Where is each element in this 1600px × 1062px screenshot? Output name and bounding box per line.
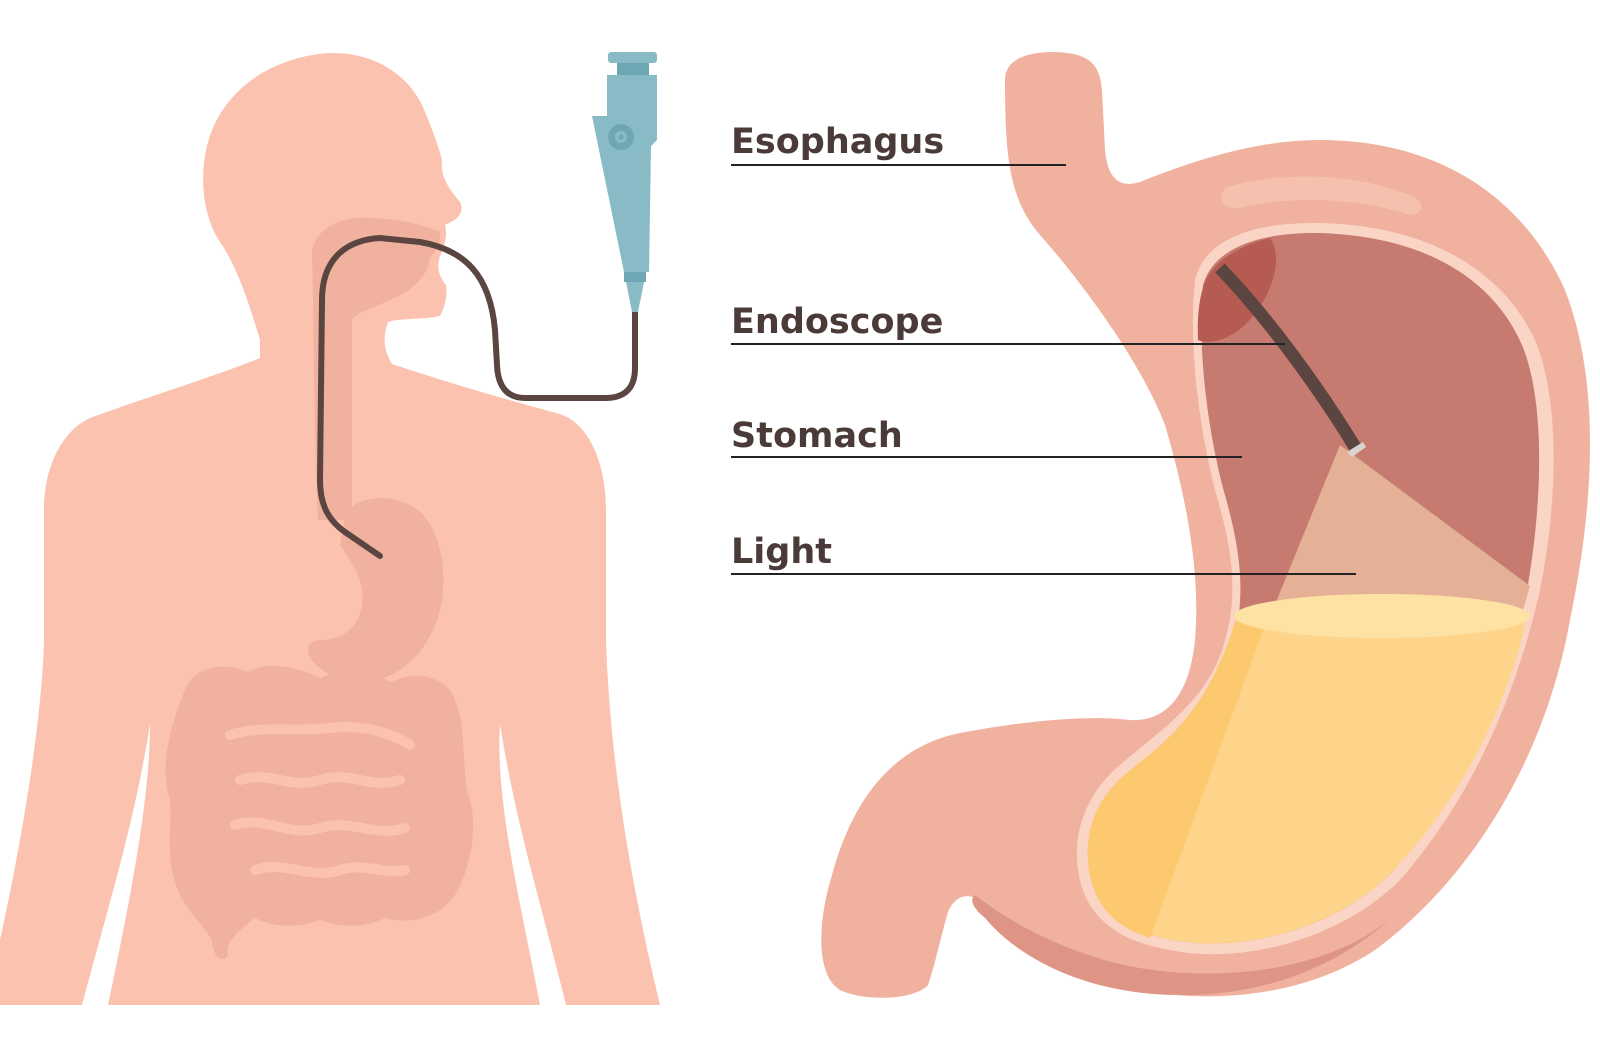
label-esophagus: Esophagus [731, 122, 945, 162]
leader-light [731, 573, 1356, 575]
endoscope-handle [592, 52, 657, 312]
label-light: Light [731, 532, 833, 572]
gastric-fluid [1087, 602, 1528, 944]
stomach-small [308, 498, 444, 683]
label-endoscope: Endoscope [731, 302, 944, 342]
leader-esophagus [731, 164, 1066, 166]
intestine-folds [225, 721, 415, 878]
leader-endoscope [731, 343, 1285, 345]
intestines [165, 665, 474, 960]
label-stomach: Stomach [731, 416, 903, 456]
stomach-cross-section [821, 52, 1590, 998]
human-silhouette [0, 52, 660, 1005]
scope-tip [1347, 442, 1366, 457]
fluid-shadow [1087, 612, 1270, 938]
light-beam [1272, 445, 1530, 620]
stomach-underside [972, 895, 1395, 995]
throat [312, 217, 440, 520]
stomach-highlight [1221, 176, 1422, 215]
endoscope-tube [317, 235, 638, 559]
leader-stomach [731, 456, 1242, 458]
scope-inside-stomach [1215, 263, 1361, 451]
body-silhouette [0, 52, 660, 1005]
fluid-surface [1234, 594, 1530, 638]
